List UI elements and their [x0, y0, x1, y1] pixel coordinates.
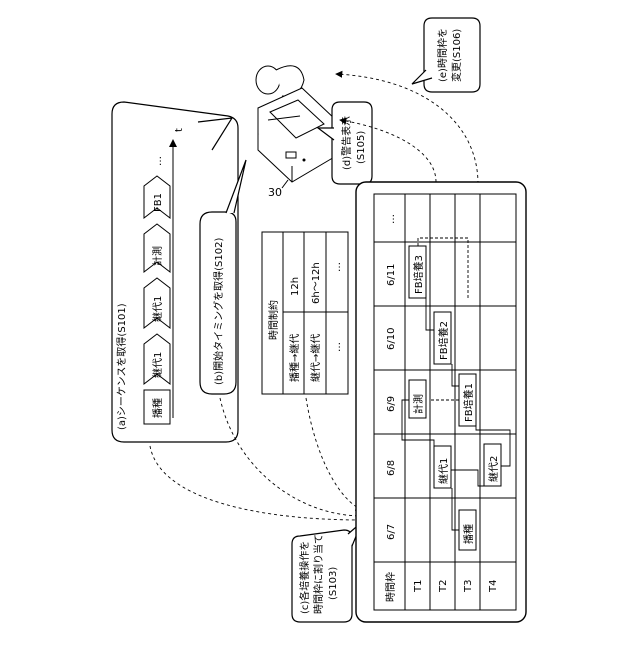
- bubble-e: (e)時間枠を 変更(S106): [412, 18, 480, 92]
- constraint-table: 時間制約 播種→継代 12h 継代→継代 6h〜12h … …: [262, 232, 348, 394]
- date-col-5: 6/11: [386, 264, 397, 286]
- date-col-1: 6/7: [386, 524, 397, 540]
- svg-text:播種: 播種: [151, 398, 164, 418]
- schedule-corner-label: 時間枠: [384, 572, 397, 602]
- op-seed: 播種: [459, 510, 476, 550]
- sequence-ellipsis: …: [153, 156, 164, 166]
- svg-text:FB培養3: FB培養3: [412, 255, 425, 294]
- date-col-2: 6/8: [386, 460, 397, 476]
- row-label-t2: T2: [438, 580, 449, 593]
- sequence-step-seed: 播種: [144, 390, 170, 424]
- constraint-row-0-value: 12h: [290, 277, 301, 296]
- svg-text:継代1: 継代1: [437, 458, 450, 484]
- constraint-row-1-name: 継代→継代: [309, 334, 322, 382]
- bubble-c-line1: (c)各培養操作を: [298, 541, 311, 614]
- svg-text:FB1: FB1: [153, 193, 164, 212]
- svg-text:計測: 計測: [412, 394, 425, 414]
- bubble-a-label: (a)シーケンスを取得(S101): [116, 303, 128, 430]
- svg-text:継代2: 継代2: [487, 456, 500, 482]
- bubble-e-line1: (e)時間枠を: [436, 28, 449, 82]
- op-passage1: 継代1: [434, 446, 451, 488]
- constraint-row-0-name: 播種→継代: [288, 334, 301, 382]
- terminal-ref: 30: [268, 186, 282, 199]
- row-label-t3: T3: [463, 580, 474, 593]
- bubble-c-line2: 時間枠に割り当て: [312, 534, 325, 614]
- row-label-t4: T4: [488, 580, 499, 593]
- date-col-4: 6/10: [386, 328, 397, 350]
- date-col-6: …: [386, 214, 397, 224]
- bubble-c: (c)各培養操作を 時間枠に割り当て (S103): [292, 522, 362, 622]
- sequence-step-passage-b: 継代1: [144, 278, 170, 328]
- svg-text:FB培養1: FB培養1: [462, 383, 475, 422]
- constraint-row-2-value: …: [332, 262, 343, 272]
- time-axis-label: t: [174, 128, 185, 132]
- svg-text:継代1: 継代1: [151, 296, 164, 322]
- op-measure: 計測: [409, 380, 426, 418]
- op-fb3: FB培養3: [409, 246, 426, 298]
- sequence-step-passage-a: 継代1: [144, 334, 170, 384]
- date-col-3: 6/9: [386, 396, 397, 412]
- bubble-b-label: (b)開始タイミングを取得(S102): [212, 238, 225, 385]
- sequence-step-measure: 計測: [144, 224, 170, 272]
- svg-text:播種: 播種: [462, 524, 475, 544]
- op-fb2: FB培養2: [434, 312, 451, 364]
- bubble-d-line2: (S105): [356, 131, 367, 164]
- constraint-row-2-name: …: [332, 342, 343, 352]
- constraint-row-1-value: 6h〜12h: [311, 262, 322, 304]
- svg-text:FB培養2: FB培養2: [437, 321, 450, 360]
- svg-text:計測: 計測: [151, 246, 164, 266]
- schedule-table: 時間枠 6/7 6/8 6/9 6/10 6/11 … T1 T2 T3 T4 …: [356, 182, 526, 622]
- bubble-c-line3: (S103): [328, 567, 339, 600]
- constraint-header: 時間制約: [267, 300, 280, 340]
- bubble-d-line1: (d)警告表示: [340, 116, 353, 170]
- op-fb1: FB培養1: [459, 374, 476, 426]
- svg-text:継代1: 継代1: [151, 352, 164, 378]
- op-passage2: 継代2: [484, 444, 501, 486]
- row-label-t1: T1: [413, 580, 424, 593]
- bubble-e-line2: 変更(S106): [450, 29, 463, 82]
